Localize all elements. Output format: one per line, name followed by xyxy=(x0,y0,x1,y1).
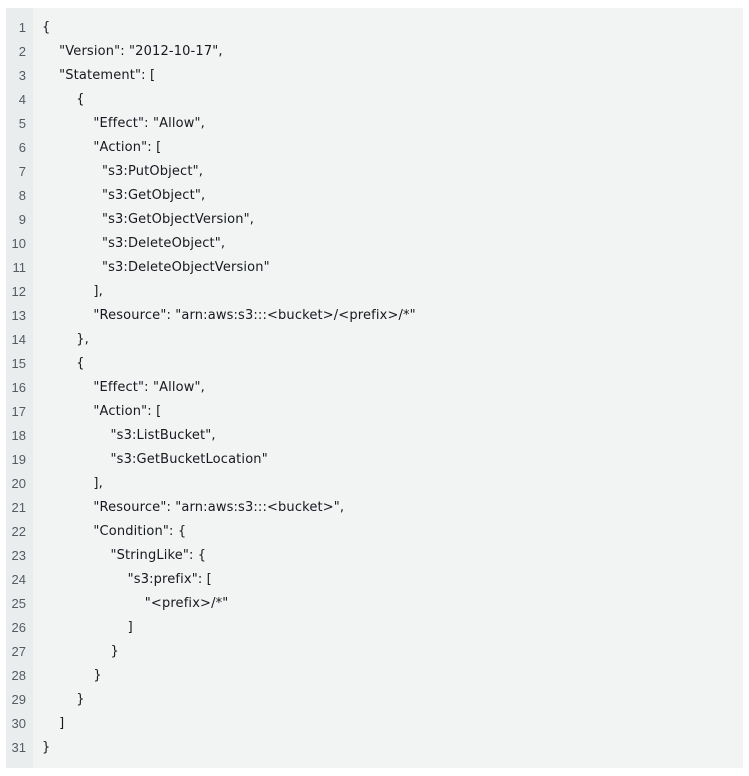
code-line: 12 ], xyxy=(6,280,743,304)
line-number: 29 xyxy=(11,692,26,707)
line-number: 19 xyxy=(11,452,26,467)
code-line-text: "s3:PutObject", xyxy=(42,164,204,179)
line-number: 7 xyxy=(18,164,26,179)
code-line-text: "s3:GetObjectVersion", xyxy=(42,212,255,227)
line-number: 15 xyxy=(11,356,26,371)
code-line-text: "Action": [ xyxy=(42,140,162,155)
line-number: 23 xyxy=(11,548,26,563)
line-number: 17 xyxy=(11,404,26,419)
code-line-text: "Effect": "Allow", xyxy=(42,116,205,131)
code-line: 24 "s3:prefix": [ xyxy=(6,568,743,592)
code-line: 13 "Resource": "arn:aws:s3:::<bucket>/<p… xyxy=(6,304,743,328)
code-line-text: } xyxy=(42,692,85,707)
line-number: 22 xyxy=(11,524,26,539)
code-block: 1{2 "Version": "2012-10-17",3 "Statement… xyxy=(6,8,743,768)
code-line: 14 }, xyxy=(6,328,743,352)
code-line-text: "Resource": "arn:aws:s3:::<bucket>/<pref… xyxy=(42,308,416,323)
code-line: 10 "s3:DeleteObject", xyxy=(6,232,743,256)
code-line-text: "Condition": { xyxy=(42,524,187,539)
code-line-text: { xyxy=(42,92,85,107)
code-line: 25 "<prefix>/*" xyxy=(6,592,743,616)
code-line-text: "StringLike": { xyxy=(42,548,207,563)
code-line-text: ] xyxy=(42,716,65,731)
code-line: 11 "s3:DeleteObjectVersion" xyxy=(6,256,743,280)
line-number: 2 xyxy=(18,44,26,59)
code-line: 9 "s3:GetObjectVersion", xyxy=(6,208,743,232)
line-number: 26 xyxy=(11,620,26,635)
line-number: 20 xyxy=(11,476,26,491)
code-line: 28 } xyxy=(6,664,743,688)
line-number: 13 xyxy=(11,308,26,323)
line-number: 24 xyxy=(11,572,26,587)
code-line-text: { xyxy=(42,20,51,35)
line-number: 21 xyxy=(11,500,26,515)
line-number: 28 xyxy=(11,668,26,683)
line-number: 8 xyxy=(18,188,26,203)
code-line-text: }, xyxy=(42,332,89,347)
code-line-text: "s3:DeleteObject", xyxy=(42,236,226,251)
code-line-text: { xyxy=(42,356,85,371)
code-line: 19 "s3:GetBucketLocation" xyxy=(6,448,743,472)
code-line: 27 } xyxy=(6,640,743,664)
code-line-text: "s3:GetBucketLocation" xyxy=(42,452,268,467)
code-line-text: "Action": [ xyxy=(42,404,162,419)
line-number: 11 xyxy=(12,260,27,275)
line-number: 14 xyxy=(11,332,26,347)
code-line: 20 ], xyxy=(6,472,743,496)
code-line: 17 "Action": [ xyxy=(6,400,743,424)
line-number: 10 xyxy=(11,236,26,251)
line-number: 30 xyxy=(11,716,26,731)
code-line: 30 ] xyxy=(6,712,743,736)
code-line: 29 } xyxy=(6,688,743,712)
line-number-gutter xyxy=(6,8,33,768)
code-line: 2 "Version": "2012-10-17", xyxy=(6,40,743,64)
code-line: 7 "s3:PutObject", xyxy=(6,160,743,184)
code-line-text: ], xyxy=(42,476,103,491)
code-line-text: "Effect": "Allow", xyxy=(42,380,205,395)
code-line-text: "Statement": [ xyxy=(42,68,156,83)
code-line-text: "s3:prefix": [ xyxy=(42,572,212,587)
line-number: 25 xyxy=(11,596,26,611)
line-number: 3 xyxy=(18,68,26,83)
code-line: 15 { xyxy=(6,352,743,376)
code-line-text: "<prefix>/*" xyxy=(42,596,229,611)
code-line-text: "s3:DeleteObjectVersion" xyxy=(42,260,270,275)
code-line: 26 ] xyxy=(6,616,743,640)
line-number: 18 xyxy=(11,428,26,443)
code-line: 3 "Statement": [ xyxy=(6,64,743,88)
code-line: 22 "Condition": { xyxy=(6,520,743,544)
code-line-text: "s3:GetObject", xyxy=(42,188,206,203)
code-line: 1{ xyxy=(6,16,743,40)
line-number: 31 xyxy=(11,740,26,755)
code-line-text: } xyxy=(42,740,51,755)
code-line-text: ], xyxy=(42,284,103,299)
code-line-text: "Version": "2012-10-17", xyxy=(42,44,223,59)
line-number: 9 xyxy=(18,212,26,227)
code-line-text: ] xyxy=(42,620,133,635)
code-line: 8 "s3:GetObject", xyxy=(6,184,743,208)
code-line-text: } xyxy=(42,668,102,683)
line-number: 5 xyxy=(18,116,26,131)
code-line: 21 "Resource": "arn:aws:s3:::<bucket>", xyxy=(6,496,743,520)
code-line-text: "s3:ListBucket", xyxy=(42,428,216,443)
line-number: 1 xyxy=(18,20,26,35)
line-number: 27 xyxy=(11,644,26,659)
code-line: 6 "Action": [ xyxy=(6,136,743,160)
code-line: 4 { xyxy=(6,88,743,112)
line-number: 6 xyxy=(18,140,26,155)
line-number: 16 xyxy=(11,380,26,395)
code-line-text: } xyxy=(42,644,119,659)
line-number: 12 xyxy=(11,284,26,299)
code-line-text: "Resource": "arn:aws:s3:::<bucket>", xyxy=(42,500,345,515)
code-line: 5 "Effect": "Allow", xyxy=(6,112,743,136)
line-number: 4 xyxy=(18,92,26,107)
code-line: 23 "StringLike": { xyxy=(6,544,743,568)
code-line: 31} xyxy=(6,736,743,760)
code-line: 16 "Effect": "Allow", xyxy=(6,376,743,400)
code-line: 18 "s3:ListBucket", xyxy=(6,424,743,448)
